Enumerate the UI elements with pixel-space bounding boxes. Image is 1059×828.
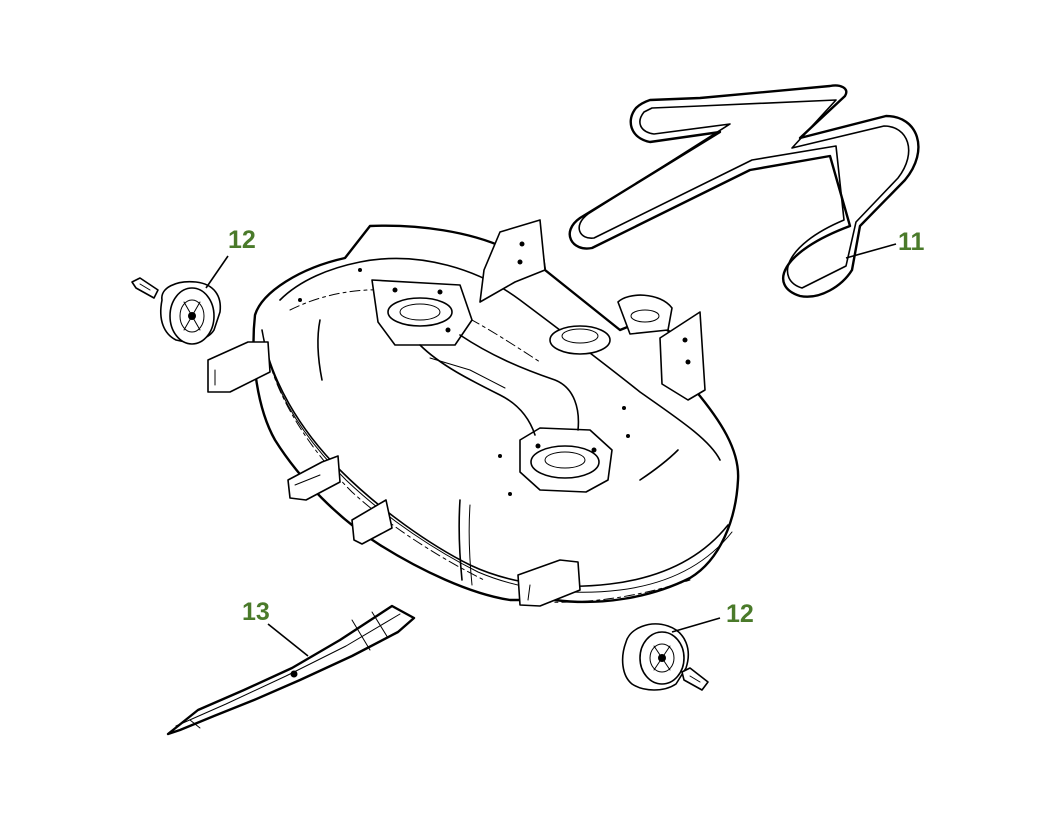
left-spindle xyxy=(371,279,473,346)
wheel-bolt-left xyxy=(131,277,159,299)
part-number-blade: 13 xyxy=(242,598,270,626)
leader-line-belt xyxy=(845,243,897,259)
gauge-wheel-right xyxy=(621,623,690,691)
center-spindle xyxy=(549,325,611,355)
mower-deck xyxy=(207,219,740,607)
mower-blade xyxy=(166,604,416,736)
wheel-bolt-right xyxy=(681,667,709,691)
part-number-wheel-left: 12 xyxy=(228,226,256,254)
front-spindle xyxy=(519,427,613,493)
part-number-wheel-right: 12 xyxy=(726,600,754,628)
leader-line-wheel-left xyxy=(205,255,229,289)
drive-belt xyxy=(568,84,920,298)
leader-line-wheel-right xyxy=(671,617,721,633)
gauge-wheel-left xyxy=(160,280,222,345)
leader-line-blade xyxy=(267,623,309,657)
part-number-belt: 11 xyxy=(898,228,925,256)
